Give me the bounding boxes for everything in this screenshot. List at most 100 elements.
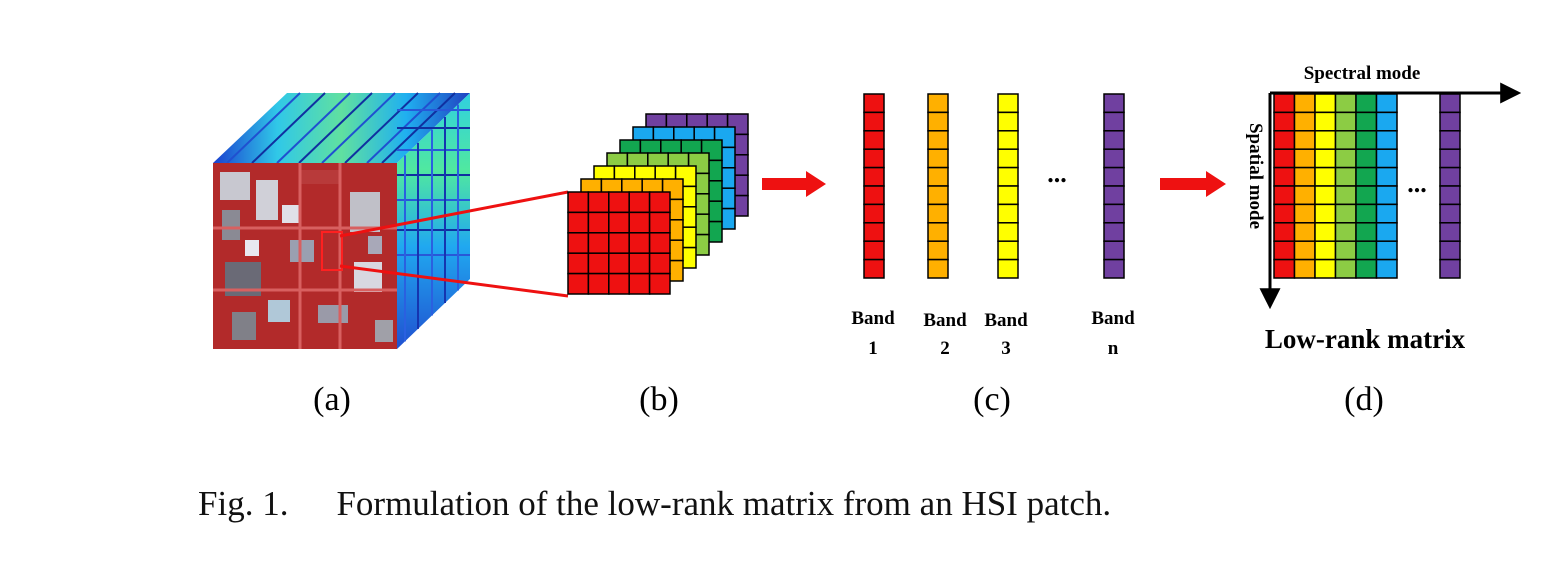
city-block [282, 205, 300, 223]
matrix-cell [1293, 148, 1316, 169]
patch-cell [567, 232, 590, 254]
patch-cell [587, 232, 610, 254]
band-label-word: Band [923, 310, 967, 331]
matrix-cell [1439, 240, 1461, 261]
matrix-cell [1273, 203, 1296, 224]
matrix-cell [1273, 148, 1296, 169]
band-cell [997, 222, 1019, 242]
spatial-mode-label: Spatial mode [1245, 123, 1266, 229]
spectral-mode-label: Spectral mode [1304, 63, 1421, 84]
matrix-cell [1375, 93, 1398, 114]
matrix-cell [1314, 258, 1337, 279]
matrix-cell [1293, 130, 1316, 150]
band-cell [1103, 203, 1125, 224]
patch-cell [628, 211, 651, 234]
matrix-cell [1355, 185, 1378, 206]
matrix-cell [1314, 203, 1337, 224]
band-cell [927, 93, 949, 114]
band-cell [863, 93, 885, 114]
matrix-cell [1314, 111, 1337, 132]
matrix-cell [1293, 222, 1316, 242]
matrix-cell [1375, 258, 1398, 279]
band-cell [997, 185, 1019, 206]
patch-cell [648, 232, 671, 254]
band-cell [863, 130, 885, 150]
matrix-cell [1334, 111, 1357, 132]
patch-cell [587, 191, 610, 214]
matrix-cell [1375, 166, 1398, 187]
patch-cell [587, 211, 610, 234]
city-block [222, 210, 240, 240]
matrix-column [1293, 93, 1316, 279]
matrix-cell [1375, 148, 1398, 169]
matrix-cell [1293, 93, 1316, 114]
matrix-cell [1439, 148, 1461, 169]
band-labels: Band 1 Band 2 Band 3 Band n [851, 308, 1135, 359]
city-block [232, 312, 256, 340]
city-block [354, 262, 382, 292]
patch-cell [587, 272, 610, 295]
band-label-word: Band [851, 308, 895, 329]
band-cell [863, 203, 885, 224]
matrix-cell [1355, 166, 1378, 187]
matrix-cell [1355, 222, 1378, 242]
patch-cell [587, 252, 610, 275]
matrix-cell [1439, 130, 1461, 150]
patch-cell [608, 272, 630, 295]
band-cell [863, 166, 885, 187]
city-block [256, 180, 278, 220]
city-block [350, 192, 380, 232]
band-cell [1103, 111, 1125, 132]
matrix-cell [1314, 166, 1337, 187]
matrix-cell [1273, 258, 1296, 279]
city-block [245, 240, 259, 256]
patch-layer [567, 191, 671, 295]
matrix-cell [1293, 258, 1316, 279]
matrix-cell [1355, 258, 1378, 279]
matrix-cell [1334, 130, 1357, 150]
matrix-cell [1273, 93, 1296, 114]
matrix-cell [1439, 203, 1461, 224]
band-cell [997, 258, 1019, 279]
panel-label-c: (c) [973, 381, 1011, 418]
patch-cell [648, 211, 671, 234]
patch-cell [567, 191, 590, 214]
band-cell [997, 93, 1019, 114]
top-stripe [321, 92, 396, 164]
band-ellipsis: ... [1047, 159, 1067, 188]
band-cell [997, 111, 1019, 132]
band-column [997, 93, 1019, 279]
hsi-cube [213, 92, 470, 349]
matrix-cell [1314, 185, 1337, 206]
matrix-column [1375, 93, 1398, 279]
matrix-cell [1334, 93, 1357, 114]
band-cell [1103, 166, 1125, 187]
matrix-cell [1334, 240, 1357, 261]
matrix-cell [1273, 185, 1296, 206]
matrix-cell [1273, 222, 1296, 242]
patch-cell [608, 211, 630, 234]
arrow-c-to-d [1160, 171, 1226, 197]
matrix-title: Low-rank matrix [1265, 324, 1466, 354]
patch-cell [567, 252, 590, 275]
matrix-cell [1375, 111, 1398, 132]
band-cell [1103, 222, 1125, 242]
patch-cell [567, 272, 590, 295]
band-cell [1103, 258, 1125, 279]
patch-cell [628, 191, 651, 214]
band-cell [1103, 240, 1125, 261]
city-block [375, 320, 393, 342]
band-cell [863, 111, 885, 132]
band-cell [863, 240, 885, 261]
matrix-cell [1334, 166, 1357, 187]
band-cell [863, 258, 885, 279]
matrix-cell [1355, 93, 1378, 114]
matrix-cell [1439, 166, 1461, 187]
band-cell [927, 203, 949, 224]
panel-label-b: (b) [639, 381, 679, 418]
city-block [220, 172, 250, 200]
matrix-cell [1273, 111, 1296, 132]
matrix-cell [1314, 240, 1337, 261]
low-rank-matrix [1273, 93, 1461, 279]
